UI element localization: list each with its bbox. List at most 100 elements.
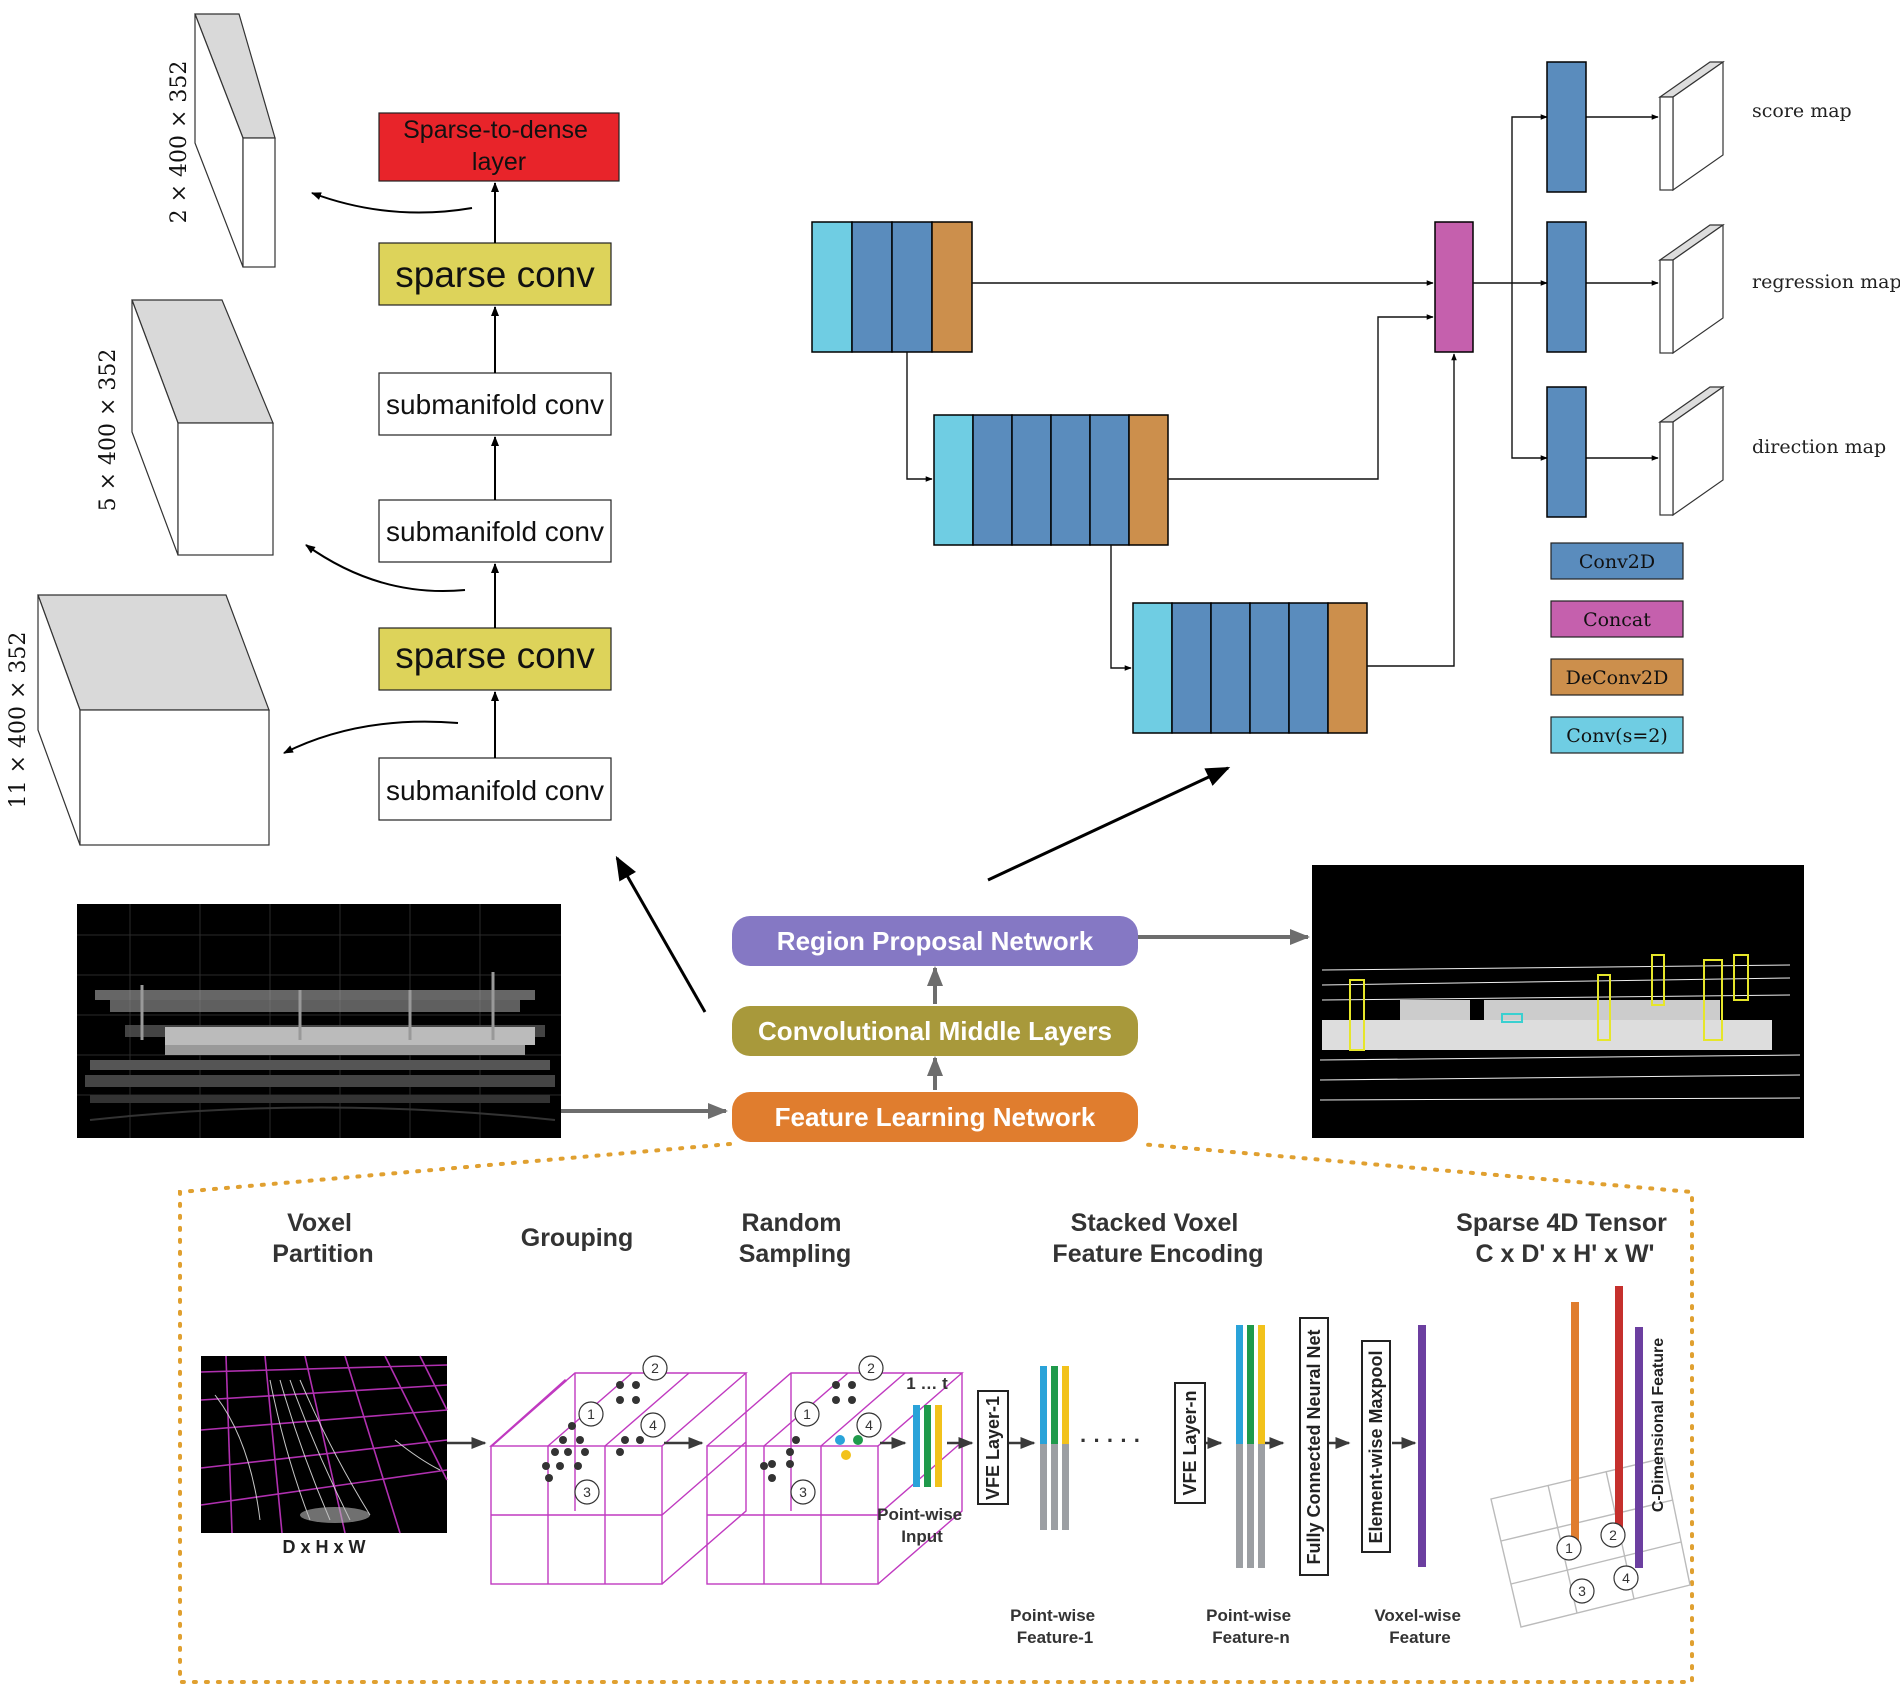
header-random-sampling: Random Sampling [739, 1209, 852, 1268]
input-pointcloud-image [77, 904, 561, 1138]
legend-concat: Concat [1583, 609, 1651, 631]
arrow-to-sparse [615, 855, 707, 1013]
direction-map-shape [1658, 385, 1725, 517]
tensor-bar-purple [1635, 1327, 1643, 1568]
stage-fln-label: Feature Learning Network [775, 1102, 1096, 1132]
vfe-detail: Voxel Partition Grouping Random Sampling… [178, 1142, 1694, 1684]
stage-rpn [732, 916, 1138, 966]
submanifold-block-2 [378, 499, 612, 563]
feat1-bar-blue [1040, 1366, 1047, 1444]
header-sparse-tensor: Sparse 4D Tensor C x D' x H' x W' [1456, 1209, 1674, 1268]
sampling-points [760, 1381, 856, 1482]
legend-convs2-swatch [1550, 716, 1684, 754]
voxelwise-bar [1418, 1325, 1426, 1567]
submanifold-label-3: submanifold conv [386, 775, 604, 806]
rpn-stack-3 [1132, 602, 1368, 734]
header-stacked-line1: Stacked Voxel [1071, 1209, 1239, 1237]
pointwise-input-line2: Input [901, 1527, 943, 1546]
output-detection-image [1312, 865, 1804, 1138]
grouping-label-3: 3 [583, 1484, 591, 1500]
arrow-to-rpn [987, 766, 1231, 882]
legend-deconv: DeConv2D [1566, 667, 1669, 689]
feat1-line2: Feature-1 [1017, 1628, 1094, 1647]
sparse-to-dense-line1: Sparse-to-dense [403, 116, 588, 144]
grouping-points [542, 1381, 644, 1482]
input-bar-yellow [935, 1405, 942, 1487]
grouping-circle-labels: 1 2 3 4 [574, 1355, 668, 1505]
side-arrows [283, 192, 473, 754]
point-index-label: 1 … t [906, 1374, 948, 1393]
regression-map-shape [1658, 223, 1725, 355]
header-voxel-partition: Voxel Partition [272, 1209, 373, 1268]
header-voxel-line1: Voxel [287, 1209, 352, 1237]
vfe-layer-n-box [1174, 1382, 1206, 1504]
feat1-bar-green [1051, 1366, 1058, 1444]
vfe-layer-1-label: VFE Layer-1 [983, 1396, 1003, 1500]
sampling-label-3: 3 [799, 1484, 807, 1500]
vfe-layer-n-label: VFE Layer-n [1180, 1390, 1200, 1495]
tensor-label-3: 3 [1578, 1583, 1586, 1599]
sampling-colored-points [835, 1435, 863, 1460]
featn-label: Point-wise Feature-n [1206, 1606, 1296, 1647]
featn-line1: Point-wise [1206, 1606, 1291, 1625]
tensor-small [194, 13, 276, 268]
sparse-conv-block-bottom [378, 627, 612, 691]
submanifold-label-1: submanifold conv [386, 389, 604, 420]
tensor-label-4: 4 [1622, 1570, 1630, 1586]
sparse-to-dense-label: Sparse-to-dense layer [403, 116, 595, 176]
maxpool-box [1361, 1340, 1391, 1553]
vfe-dotted-frame [178, 1142, 1694, 1684]
feat1-label: Point-wise Feature-1 [1010, 1606, 1100, 1647]
header-stacked-vfe: Stacked Voxel Feature Encoding [1052, 1209, 1263, 1268]
regression-map-label: regression map [1752, 271, 1900, 293]
voxelwise-line2: Feature [1389, 1628, 1450, 1647]
stage-fln [732, 1092, 1138, 1142]
rpn-stack-2 [933, 414, 1169, 546]
sparse-branch: 2 × 400 × 352 5 × 400 × 352 11 × 400 × 3… [6, 13, 620, 846]
feat1-line1: Point-wise [1010, 1606, 1095, 1625]
dims-label: D x H x W [282, 1537, 365, 1557]
tensor-label-1: 1 [1565, 1540, 1573, 1556]
tensor-bar-orange [1571, 1302, 1579, 1546]
grouping-label-1: 1 [587, 1406, 595, 1422]
tensor-label-medium: 5 × 400 × 352 [96, 349, 121, 512]
direction-conv [1546, 386, 1587, 518]
sparse-conv-label-bottom: sparse conv [395, 635, 595, 676]
pipeline-arrows [561, 929, 1310, 1119]
legend-deconv-swatch [1550, 658, 1684, 696]
score-map-label: score map [1752, 100, 1852, 122]
sampling-circle-labels: 1 2 3 4 [790, 1355, 884, 1505]
score-conv [1546, 61, 1587, 193]
grouping-voxel-grid [489, 1372, 748, 1585]
submanifold-label-2: submanifold conv [386, 516, 604, 547]
stage-rpn-label: Region Proposal Network [777, 926, 1094, 956]
header-sparse-line2: C x D' x H' x W' [1476, 1240, 1655, 1268]
score-map-shape [1658, 60, 1725, 192]
voxelwise-label: Voxel-wise Feature [1374, 1606, 1465, 1647]
sparse-conv-block-top [378, 242, 612, 306]
vfe-layer-1-box [977, 1390, 1009, 1505]
sampling-voxel-grid [706, 1372, 964, 1585]
legend-conv2d-swatch [1550, 542, 1684, 580]
rpn-connectors [906, 114, 1659, 671]
feat1-bar-gray3 [1062, 1444, 1069, 1530]
header-voxel-line2: Partition [272, 1240, 373, 1268]
featn-bar-green [1247, 1325, 1254, 1444]
featn-bar-gray3 [1258, 1444, 1265, 1568]
pointwise-input-line1: Point-wise [877, 1505, 962, 1524]
tensor-circle-labels: 1 2 3 4 [1556, 1522, 1639, 1604]
legend-concat-swatch [1550, 600, 1684, 638]
sampling-label-2: 2 [867, 1360, 875, 1376]
sparse-to-dense-line2: layer [472, 148, 526, 176]
sampling-label-4: 4 [865, 1417, 873, 1433]
header-sparse-line1: Sparse 4D Tensor [1456, 1209, 1667, 1237]
c-dimensional-label: C-Dimensional Feature [1650, 1338, 1667, 1512]
rpn-branch: score map regression map direction map C… [811, 60, 1900, 754]
input-bar-blue [913, 1405, 920, 1487]
sparse-conv-label-top: sparse conv [395, 254, 595, 295]
sampling-label-1: 1 [803, 1406, 811, 1422]
feat1-bar-gray1 [1040, 1444, 1047, 1530]
feat1-bar-gray2 [1051, 1444, 1058, 1530]
voxel-partition-image [200, 1355, 448, 1534]
featn-bar-yellow [1258, 1325, 1265, 1444]
